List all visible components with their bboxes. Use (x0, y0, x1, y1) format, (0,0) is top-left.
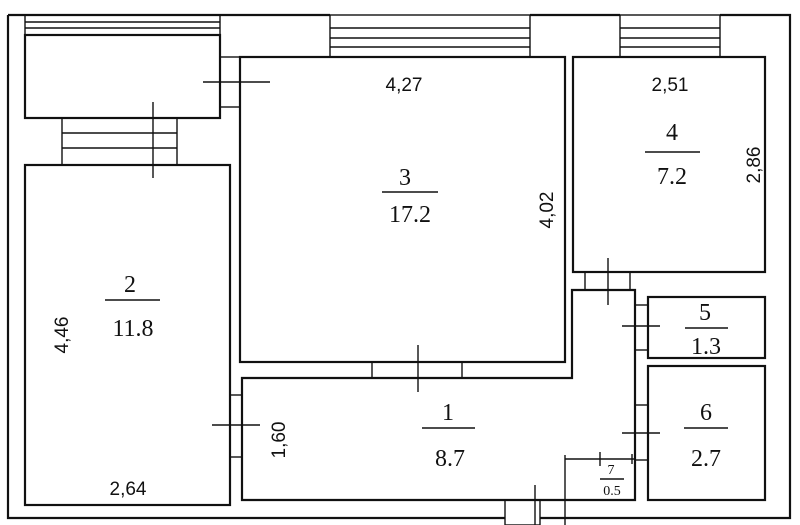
room-4 (571, 55, 767, 274)
dim-room2-depth: 4,46 (52, 317, 73, 354)
door-balcony-room3 (203, 56, 270, 108)
svg-text:2: 2 (124, 272, 136, 298)
room-6 (646, 364, 767, 502)
door-room3-room1 (371, 345, 463, 392)
svg-text:1: 1 (442, 400, 454, 426)
entrance-door (504, 485, 541, 525)
dim-room2-width: 2,64 (110, 479, 147, 500)
svg-text:7.2: 7.2 (657, 164, 687, 190)
svg-text:11.8: 11.8 (112, 316, 153, 342)
svg-text:8.7: 8.7 (435, 446, 465, 472)
room-label-6: 6 2.7 (684, 400, 728, 472)
room-label-5: 5 1.3 (685, 300, 728, 360)
door-room6 (622, 404, 660, 461)
dim-room4-depth: 2,86 (744, 147, 765, 184)
dim-room3-width: 4,27 (386, 75, 423, 96)
dim-niche-bottom: 0.5 (603, 484, 621, 499)
svg-text:5: 5 (699, 300, 711, 326)
window-top-left (24, 14, 221, 36)
svg-text:6: 6 (700, 400, 712, 426)
balcony-door (61, 102, 178, 178)
room-label-2: 2 11.8 (105, 272, 160, 342)
door-room5 (622, 304, 660, 351)
room-label-3: 3 17.2 (382, 165, 438, 228)
door-room2-room1 (212, 394, 260, 458)
niche-dimension-line (564, 452, 635, 525)
balcony (23, 33, 222, 120)
room-label-4: 4 7.2 (645, 120, 700, 190)
room-2 (23, 163, 232, 507)
door-room4-room1 (584, 258, 631, 305)
svg-text:2.7: 2.7 (691, 446, 721, 472)
room-label-1: 1 8.7 (422, 400, 475, 472)
svg-text:1.3: 1.3 (691, 334, 721, 360)
room-1 (240, 288, 637, 502)
dim-room4-width: 2,51 (652, 75, 689, 96)
window-room-3 (329, 14, 531, 58)
dim-room1-width: 1,60 (269, 422, 290, 459)
svg-text:4: 4 (666, 120, 678, 146)
dim-room3-depth: 4,02 (537, 192, 558, 229)
svg-text:17.2: 17.2 (389, 202, 431, 228)
window-room-4 (619, 14, 721, 58)
dim-niche-top: 7 (608, 463, 615, 478)
svg-text:3: 3 (399, 165, 411, 191)
